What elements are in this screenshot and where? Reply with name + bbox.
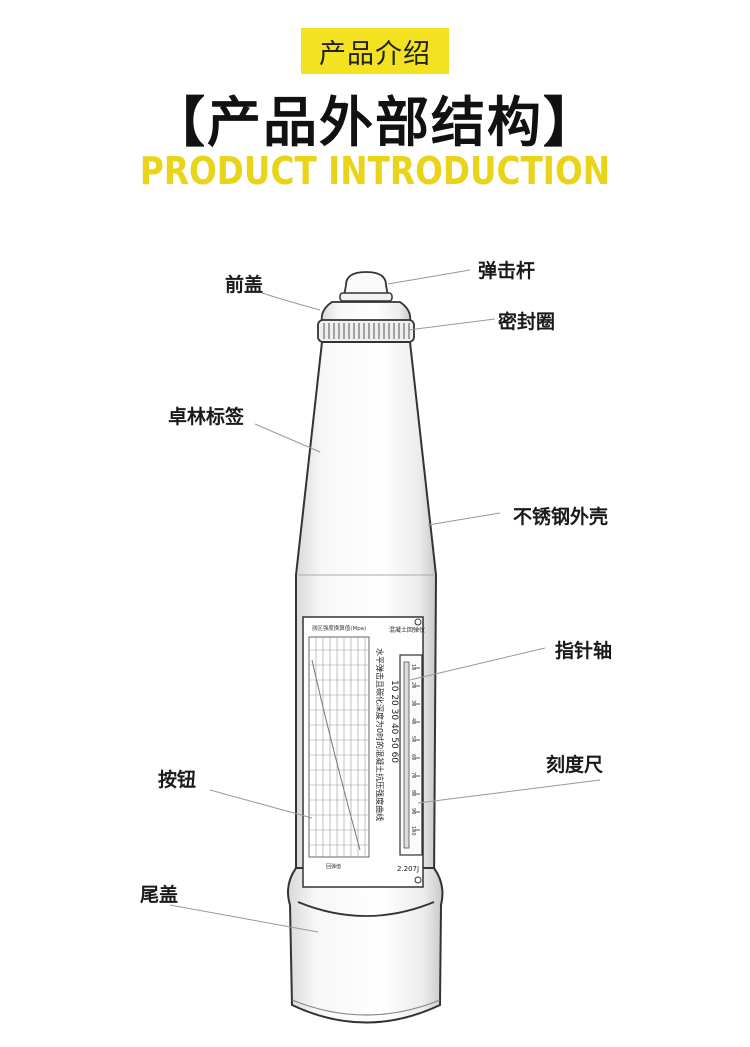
scale-tick-label: 50 <box>410 736 416 742</box>
rebound-axis-numbers: 10 20 30 40 50 60 <box>389 680 399 763</box>
scale-tick-label: 10 <box>410 664 416 670</box>
strength-table-grid <box>308 636 370 858</box>
leader-button <box>209 789 313 819</box>
label-brand-label: 卓林标签 <box>168 406 245 428</box>
leader-scale <box>417 779 601 804</box>
pointer-slot <box>403 661 410 849</box>
screw-top-icon <box>414 618 422 626</box>
table-title-text: 测区强度换算值(Mpa) <box>312 624 366 632</box>
leader-tail-cover <box>169 904 319 933</box>
leader-brand-label <box>254 423 321 453</box>
scale-tick-label: 20 <box>410 682 416 688</box>
front-cover <box>320 301 412 323</box>
leader-stainless-shell <box>427 512 501 526</box>
label-front-cover: 前盖 <box>225 274 264 296</box>
leader-impact-rod <box>387 269 471 285</box>
tail-cover <box>287 867 444 1024</box>
scale-tick-label: 40 <box>410 718 416 724</box>
scale-tick-label: 100 <box>410 826 416 836</box>
rebound-axis-caption: 回弹值 <box>326 863 341 870</box>
device-label-sticker: 测区强度换算值(Mpa) 水平弹击且碳化深度为0时的混凝土抗压强度曲线 10 2… <box>302 616 425 888</box>
screw-bottom-icon <box>414 876 422 884</box>
leader-seal-ring <box>407 318 496 331</box>
label-impact-rod: 弹击杆 <box>478 260 536 282</box>
label-tail-cover: 尾盖 <box>140 884 179 906</box>
page-title: 【产品外部结构】 <box>151 91 599 154</box>
page-subtitle: PRODUCT INTRODUCTION <box>139 149 611 193</box>
brand-text: 混凝土回弹仪 <box>389 626 425 634</box>
impact-rod <box>339 271 393 302</box>
energy-text: 2.207J <box>397 865 419 873</box>
label-seal-ring: 密封圈 <box>498 311 556 333</box>
label-pointer-shaft: 指针轴 <box>555 640 613 662</box>
section-badge: 产品介绍 <box>301 28 449 74</box>
label-button: 按钮 <box>158 769 197 791</box>
scale-tick-label: 80 <box>410 790 416 796</box>
curve-caption-text: 水平弹击且碳化深度为0时的混凝土抗压强度曲线 <box>375 648 385 821</box>
scale-tick-label: 70 <box>410 772 416 778</box>
scale-tick-label: 90 <box>410 808 416 814</box>
scale-tick-label: 60 <box>410 754 416 760</box>
seal-ring <box>317 319 415 343</box>
scale-tick-label: 30 <box>410 700 416 706</box>
leader-front-cover <box>261 292 321 311</box>
leader-pointer-shaft <box>409 647 546 681</box>
label-scale: 刻度尺 <box>546 754 604 776</box>
label-stainless-shell: 不锈钢外壳 <box>513 506 609 528</box>
